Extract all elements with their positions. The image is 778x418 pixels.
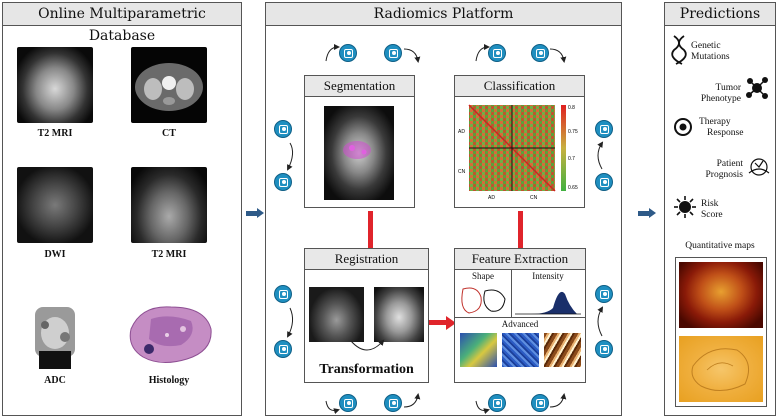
ct-image xyxy=(131,47,207,123)
radiomics-icon xyxy=(531,44,549,62)
radiomics-icon xyxy=(274,173,292,191)
patient-prognosis-label: Patient Prognosis xyxy=(705,159,743,180)
colorbar-tick: 0.65 xyxy=(568,185,578,191)
dwi-image xyxy=(17,167,93,243)
colorbar-tick: 0.8 xyxy=(568,105,575,111)
flow-arrow-platform-to-predictions xyxy=(638,208,656,218)
segmentation-title: Segmentation xyxy=(305,76,414,97)
radiomics-icon xyxy=(384,44,402,62)
radiomics-icon xyxy=(488,44,506,62)
therapy-icon xyxy=(674,118,692,136)
classification-box: Classification AD CN xyxy=(454,75,585,208)
quantitative-maps-frame xyxy=(675,257,767,407)
transformation-arrow xyxy=(350,339,385,351)
dwi-caption: DWI xyxy=(44,249,66,260)
radiomics-icon xyxy=(595,285,613,303)
quantitative-map-heat xyxy=(679,262,763,328)
histology-drawing xyxy=(129,306,212,363)
confusion-matrix: AD CN AD CN 0.8 0.75 0.7 0.65 xyxy=(458,104,578,201)
cell-cluster-icon xyxy=(746,77,768,99)
adc-drawing xyxy=(35,307,75,369)
advanced-feature-map-1 xyxy=(460,333,497,367)
segmentation-box: Segmentation xyxy=(304,75,415,208)
shape-contours xyxy=(461,287,506,314)
radiomics-icon xyxy=(274,340,292,358)
intensity-histogram xyxy=(515,291,581,315)
quantitative-map-edge xyxy=(679,336,763,402)
tumor-phenotype-label: Tumor Phenotype xyxy=(700,83,741,104)
radiomics-icon xyxy=(488,394,506,412)
shape-section: Shape xyxy=(455,269,512,318)
segmentation-registration-connector xyxy=(368,211,373,248)
edge-map-contours xyxy=(691,348,750,391)
registration-box: Registration Transformation xyxy=(304,248,429,383)
radiomics-icon xyxy=(274,120,292,138)
predictions-title: Predictions xyxy=(665,3,775,26)
t2-mri-caption-2: T2 MRI xyxy=(151,249,187,260)
colorbar-tick: 0.7 xyxy=(568,156,575,162)
advanced-label: Advanced xyxy=(501,319,539,329)
transformation-caption: Transformation xyxy=(319,362,414,377)
histology-caption: Histology xyxy=(148,375,190,386)
therapy-response-label: Therapy Response xyxy=(699,117,744,138)
shape-label: Shape xyxy=(472,271,494,281)
radiomics-icon xyxy=(384,394,402,412)
ct-scan-drawing xyxy=(135,63,203,111)
flow-arrow-database-to-platform xyxy=(246,208,264,218)
feature-extraction-title: Feature Extraction xyxy=(455,249,585,270)
registration-fixed-image xyxy=(374,287,424,342)
registration-feature-connector xyxy=(418,320,448,325)
registration-title: Registration xyxy=(305,249,428,270)
adc-image xyxy=(25,301,85,369)
predictions-panel: Predictions Genetic Mutations Tumor Phen… xyxy=(664,2,776,416)
radiomics-icon xyxy=(595,120,613,138)
t2-mri-caption: T2 MRI xyxy=(37,128,73,139)
prognosis-icon xyxy=(748,158,770,176)
t2-mri-image-2 xyxy=(131,167,207,243)
radiomics-icon xyxy=(339,394,357,412)
radiomics-icon xyxy=(274,285,292,303)
t2-mri-image xyxy=(17,47,93,123)
segmentation-overlay xyxy=(343,141,371,159)
adc-caption: ADC xyxy=(44,375,66,386)
advanced-feature-map-3 xyxy=(544,333,581,367)
registration-moving-image xyxy=(309,287,364,342)
feature-extraction-box: Feature Extraction Shape Intensity Advan… xyxy=(454,248,586,383)
colorbar-tick: 0.75 xyxy=(568,129,578,135)
matrix-row-label-ad: AD xyxy=(458,129,465,135)
intensity-section: Intensity xyxy=(511,269,585,318)
classification-title: Classification xyxy=(455,76,584,97)
radiomics-icon xyxy=(339,44,357,62)
radiomics-icon xyxy=(595,340,613,358)
dna-icon xyxy=(671,35,687,65)
quantitative-maps-title: Quantitative maps xyxy=(685,241,755,251)
feature-classification-connector xyxy=(518,211,523,248)
advanced-feature-map-2 xyxy=(502,333,539,367)
virus-icon xyxy=(674,196,696,218)
ct-caption: CT xyxy=(162,128,176,139)
database-panel-title: Online Multiparametric Database xyxy=(3,3,241,44)
radiomics-platform-title: Radiomics Platform xyxy=(266,3,621,26)
radiomics-icon xyxy=(595,173,613,191)
radiomics-icon xyxy=(531,394,549,412)
database-panel: Online Multiparametric Database T2 MRI C… xyxy=(2,2,242,416)
risk-score-label: Risk Score xyxy=(701,199,723,220)
matrix-row-label-cn: CN xyxy=(458,169,466,175)
histology-image xyxy=(121,299,217,369)
genetic-mutations-label: Genetic Mutations xyxy=(691,41,730,62)
segmentation-mri-image xyxy=(324,106,394,200)
radiomics-platform-panel: Radiomics Platform Segmen xyxy=(265,2,622,416)
registration-feature-arrowhead xyxy=(446,316,456,330)
intensity-label: Intensity xyxy=(532,271,564,281)
matrix-col-label-ad: AD xyxy=(488,195,495,201)
matrix-col-label-cn: CN xyxy=(530,195,538,201)
